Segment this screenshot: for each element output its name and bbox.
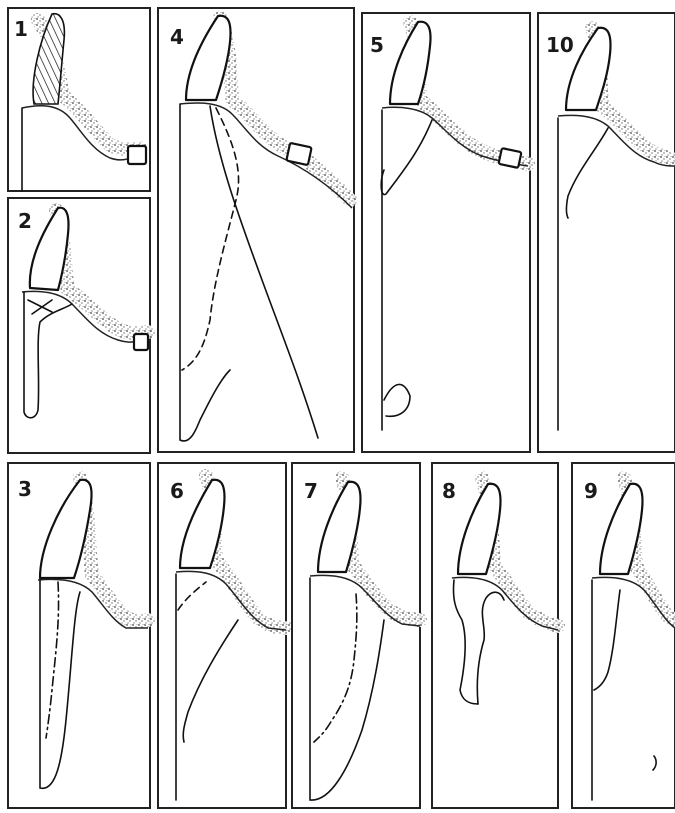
panel-9-stray-mark [653, 756, 656, 770]
panel-8-inner-curve [477, 592, 504, 704]
panel-5-label: 5 [370, 33, 384, 57]
panel-4: 4 [158, 8, 354, 452]
panel-1-bracket [128, 146, 146, 164]
panel-5-crossing-line [381, 120, 432, 195]
panel-6-outer-line [183, 620, 238, 742]
panel-2-label: 2 [18, 209, 32, 233]
panel-9-inner-curve [594, 590, 620, 690]
panel-8-label: 8 [442, 479, 456, 503]
panel-4-frame [158, 8, 354, 452]
panel-5-bottom-bulge [384, 384, 410, 416]
panel-8: 8 [432, 463, 558, 808]
panel-2-gum [56, 210, 148, 333]
panel-8-root-outline [453, 580, 478, 704]
panel-3: 3 [8, 463, 150, 808]
panel-10-label: 10 [546, 33, 574, 57]
panel-3-label: 3 [18, 477, 32, 501]
panel-1-label: 1 [14, 17, 28, 41]
panel-6-label: 6 [170, 479, 184, 503]
panel-4-label: 4 [170, 25, 184, 49]
panel-7-label: 7 [304, 479, 318, 503]
panel-4-gumline [180, 103, 352, 208]
panel-9-label: 9 [584, 479, 598, 503]
panel-2-crossing-line [28, 300, 52, 314]
panel-1: 1 [8, 8, 150, 191]
panel-5: 5 [362, 13, 530, 452]
panel-5-bracket [499, 148, 522, 168]
panel-10-crossing-line [567, 128, 609, 218]
panel-10: 10 [538, 13, 675, 452]
panel-7: 7 [292, 463, 420, 808]
panel-6: 6 [158, 463, 286, 808]
panel-3-root-outline [40, 580, 80, 788]
panel-4-crown [186, 16, 231, 100]
panel-9: 9 [572, 463, 675, 808]
panel-7-reference-line [314, 594, 357, 742]
panel-3-reference-line [46, 582, 59, 738]
panel-2-bracket [134, 334, 148, 350]
panel-2: 2 [8, 198, 150, 453]
panel-4-bracket [286, 143, 311, 165]
panel-4-gum [220, 18, 350, 200]
panel-4-dashed-line [182, 108, 239, 370]
panel-5-frame [362, 13, 530, 452]
panel-6-dashed-line [178, 582, 206, 610]
panel-4-root-outline [180, 104, 230, 441]
